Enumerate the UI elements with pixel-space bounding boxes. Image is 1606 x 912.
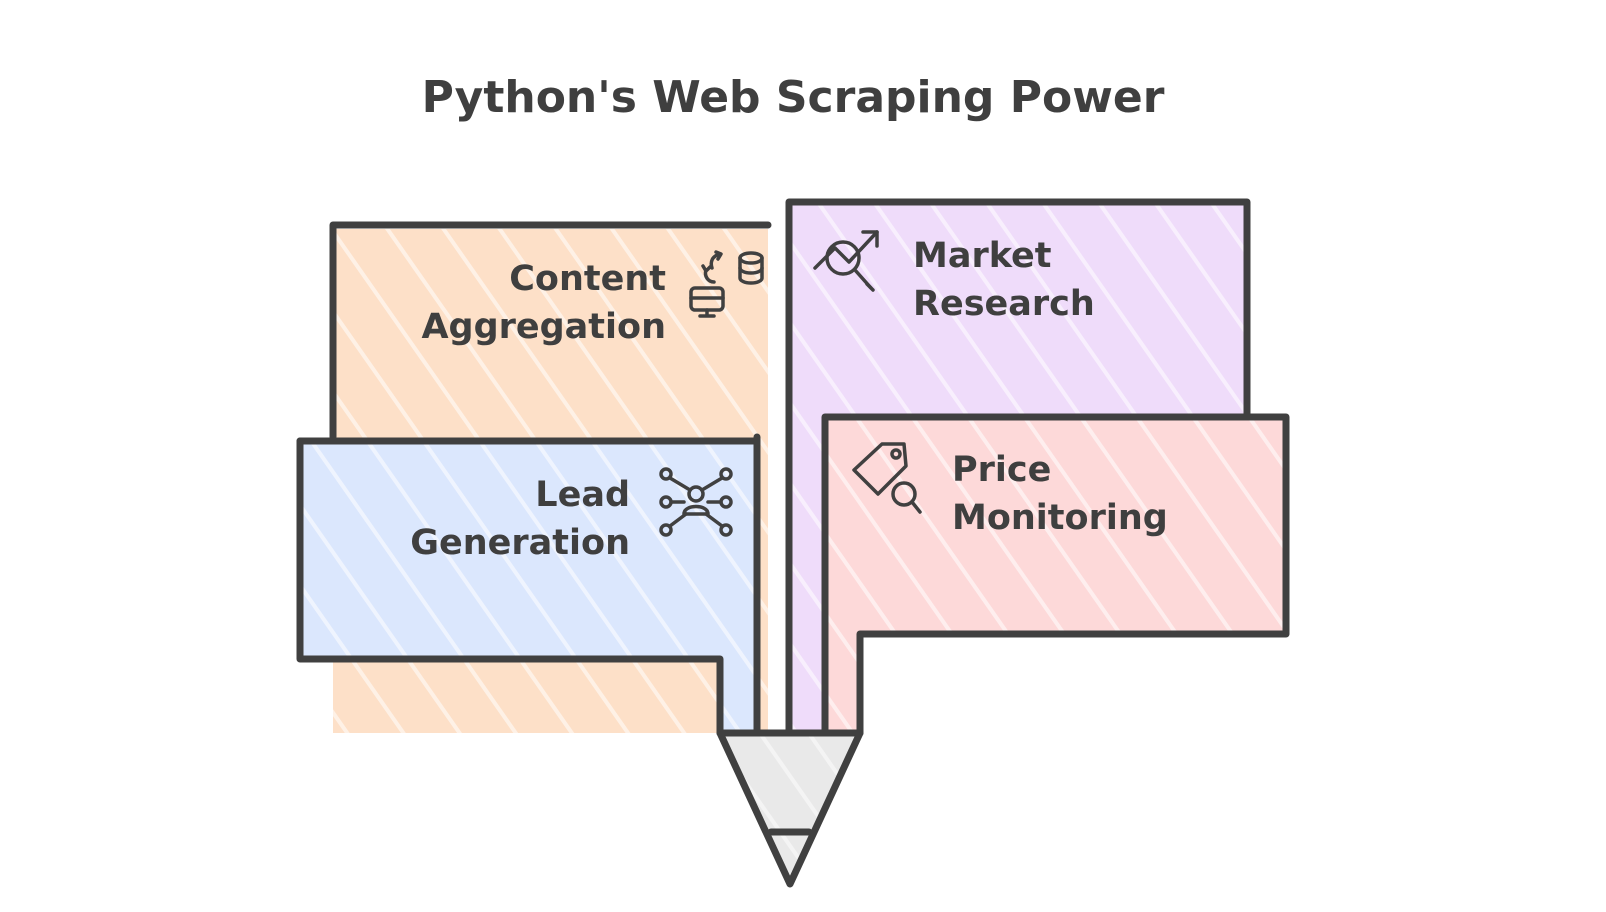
diagram-title: Python's Web Scraping Power [422, 72, 1165, 123]
network-user-icon [659, 467, 733, 537]
segment-price-monitoring: Price Monitoring [821, 413, 1290, 737]
database-transfer-icon [689, 250, 764, 318]
trend-search-icon [813, 230, 879, 292]
lead-generation-label-line2: Generation [410, 523, 630, 563]
market-research-label-line1: Market [913, 236, 1052, 276]
pencil-tip [716, 729, 864, 888]
price-monitoring-label-line1: Price [952, 450, 1051, 490]
price-tag-search-icon [852, 442, 922, 514]
price-monitoring-label-line2: Monitoring [952, 498, 1168, 538]
segment-market-research: Market Research [785, 198, 1251, 737]
content-aggregation-label-line1: Content [509, 259, 666, 299]
lead-generation-label-line1: Lead [535, 475, 630, 515]
market-research-label-line2: Research [913, 284, 1095, 324]
segment-lead-generation: Lead Generation [296, 437, 761, 737]
content-aggregation-label-line2: Aggregation [421, 307, 666, 347]
